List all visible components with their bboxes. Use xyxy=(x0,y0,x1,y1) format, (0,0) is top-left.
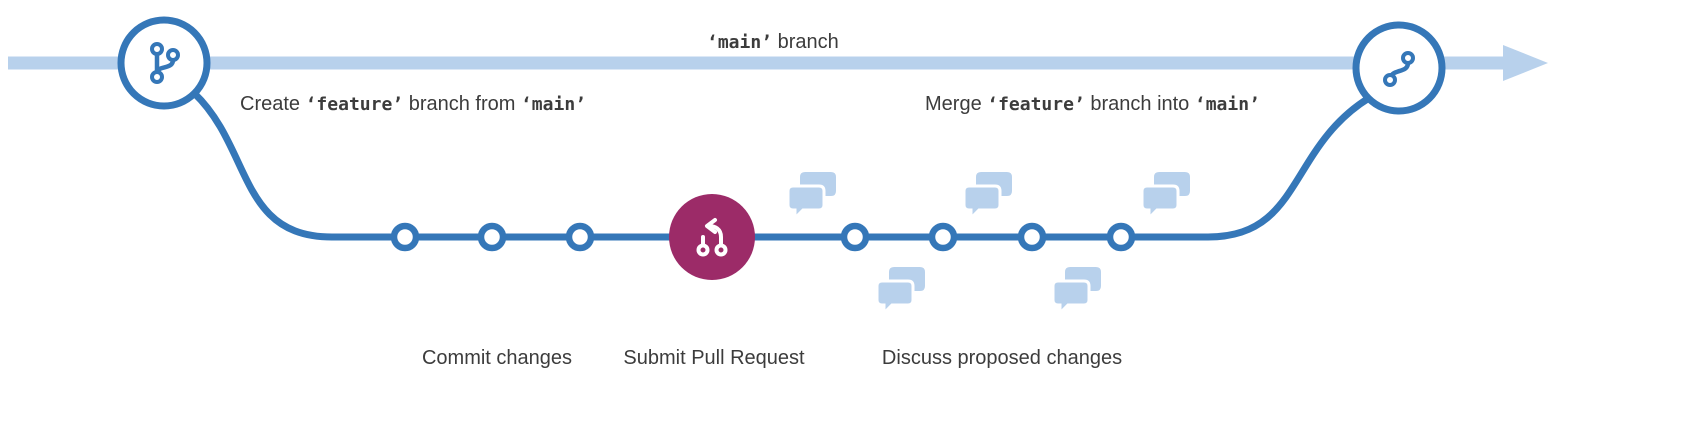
commit-dot xyxy=(928,222,958,252)
merge-branch-label: Merge ‘feature’ branch into ‘main’ xyxy=(925,92,1260,116)
pull-request-node xyxy=(669,194,755,280)
node-circle xyxy=(1352,21,1446,115)
pull-request-icon xyxy=(696,218,728,257)
chat-bubbles-icon xyxy=(1140,172,1190,220)
chat-bubbles-icon xyxy=(875,267,925,315)
commit-changes-label: Commit changes xyxy=(421,347,573,369)
commit-dot xyxy=(477,222,507,252)
commit-dot xyxy=(1106,222,1136,252)
git-merge-icon xyxy=(1383,51,1415,87)
chat-bubbles-icon xyxy=(962,172,1012,220)
feature-code-text: ‘feature’ xyxy=(987,94,1085,115)
merge-point-node xyxy=(1352,21,1446,115)
commit-dot xyxy=(565,222,595,252)
chat-bubbles-icon xyxy=(1051,267,1101,315)
discuss-changes-label: Discuss proposed changes xyxy=(881,347,1123,369)
main-branch-label: ‘main’ branch xyxy=(707,30,839,54)
git-branch-icon xyxy=(150,42,180,84)
main-code-text: ‘main’ xyxy=(1194,94,1260,115)
commit-dot xyxy=(1017,222,1047,252)
create-middle-text: branch from xyxy=(403,93,521,115)
commit-dot xyxy=(390,222,420,252)
branch-point-node xyxy=(117,16,211,110)
commit-dot xyxy=(840,222,870,252)
node-circle xyxy=(669,194,755,280)
node-circle xyxy=(117,16,211,110)
submit-pull-request-label: Submit Pull Request xyxy=(623,347,805,369)
main-suffix-text: branch xyxy=(772,31,839,53)
chat-bubbles-icon xyxy=(786,172,836,220)
create-prefix-text: Create xyxy=(240,93,306,115)
main-code-text: ‘main’ xyxy=(707,32,773,53)
feature-code-text: ‘feature’ xyxy=(305,94,404,115)
feature-branch-line xyxy=(190,89,1373,241)
create-branch-label: Create ‘feature’ branch from ‘main’ xyxy=(240,92,586,116)
merge-middle-text: branch into xyxy=(1084,93,1195,115)
main-code-text: ‘main’ xyxy=(520,94,586,115)
arrow-right-icon xyxy=(1503,45,1548,81)
merge-prefix-text: Merge xyxy=(925,93,988,115)
